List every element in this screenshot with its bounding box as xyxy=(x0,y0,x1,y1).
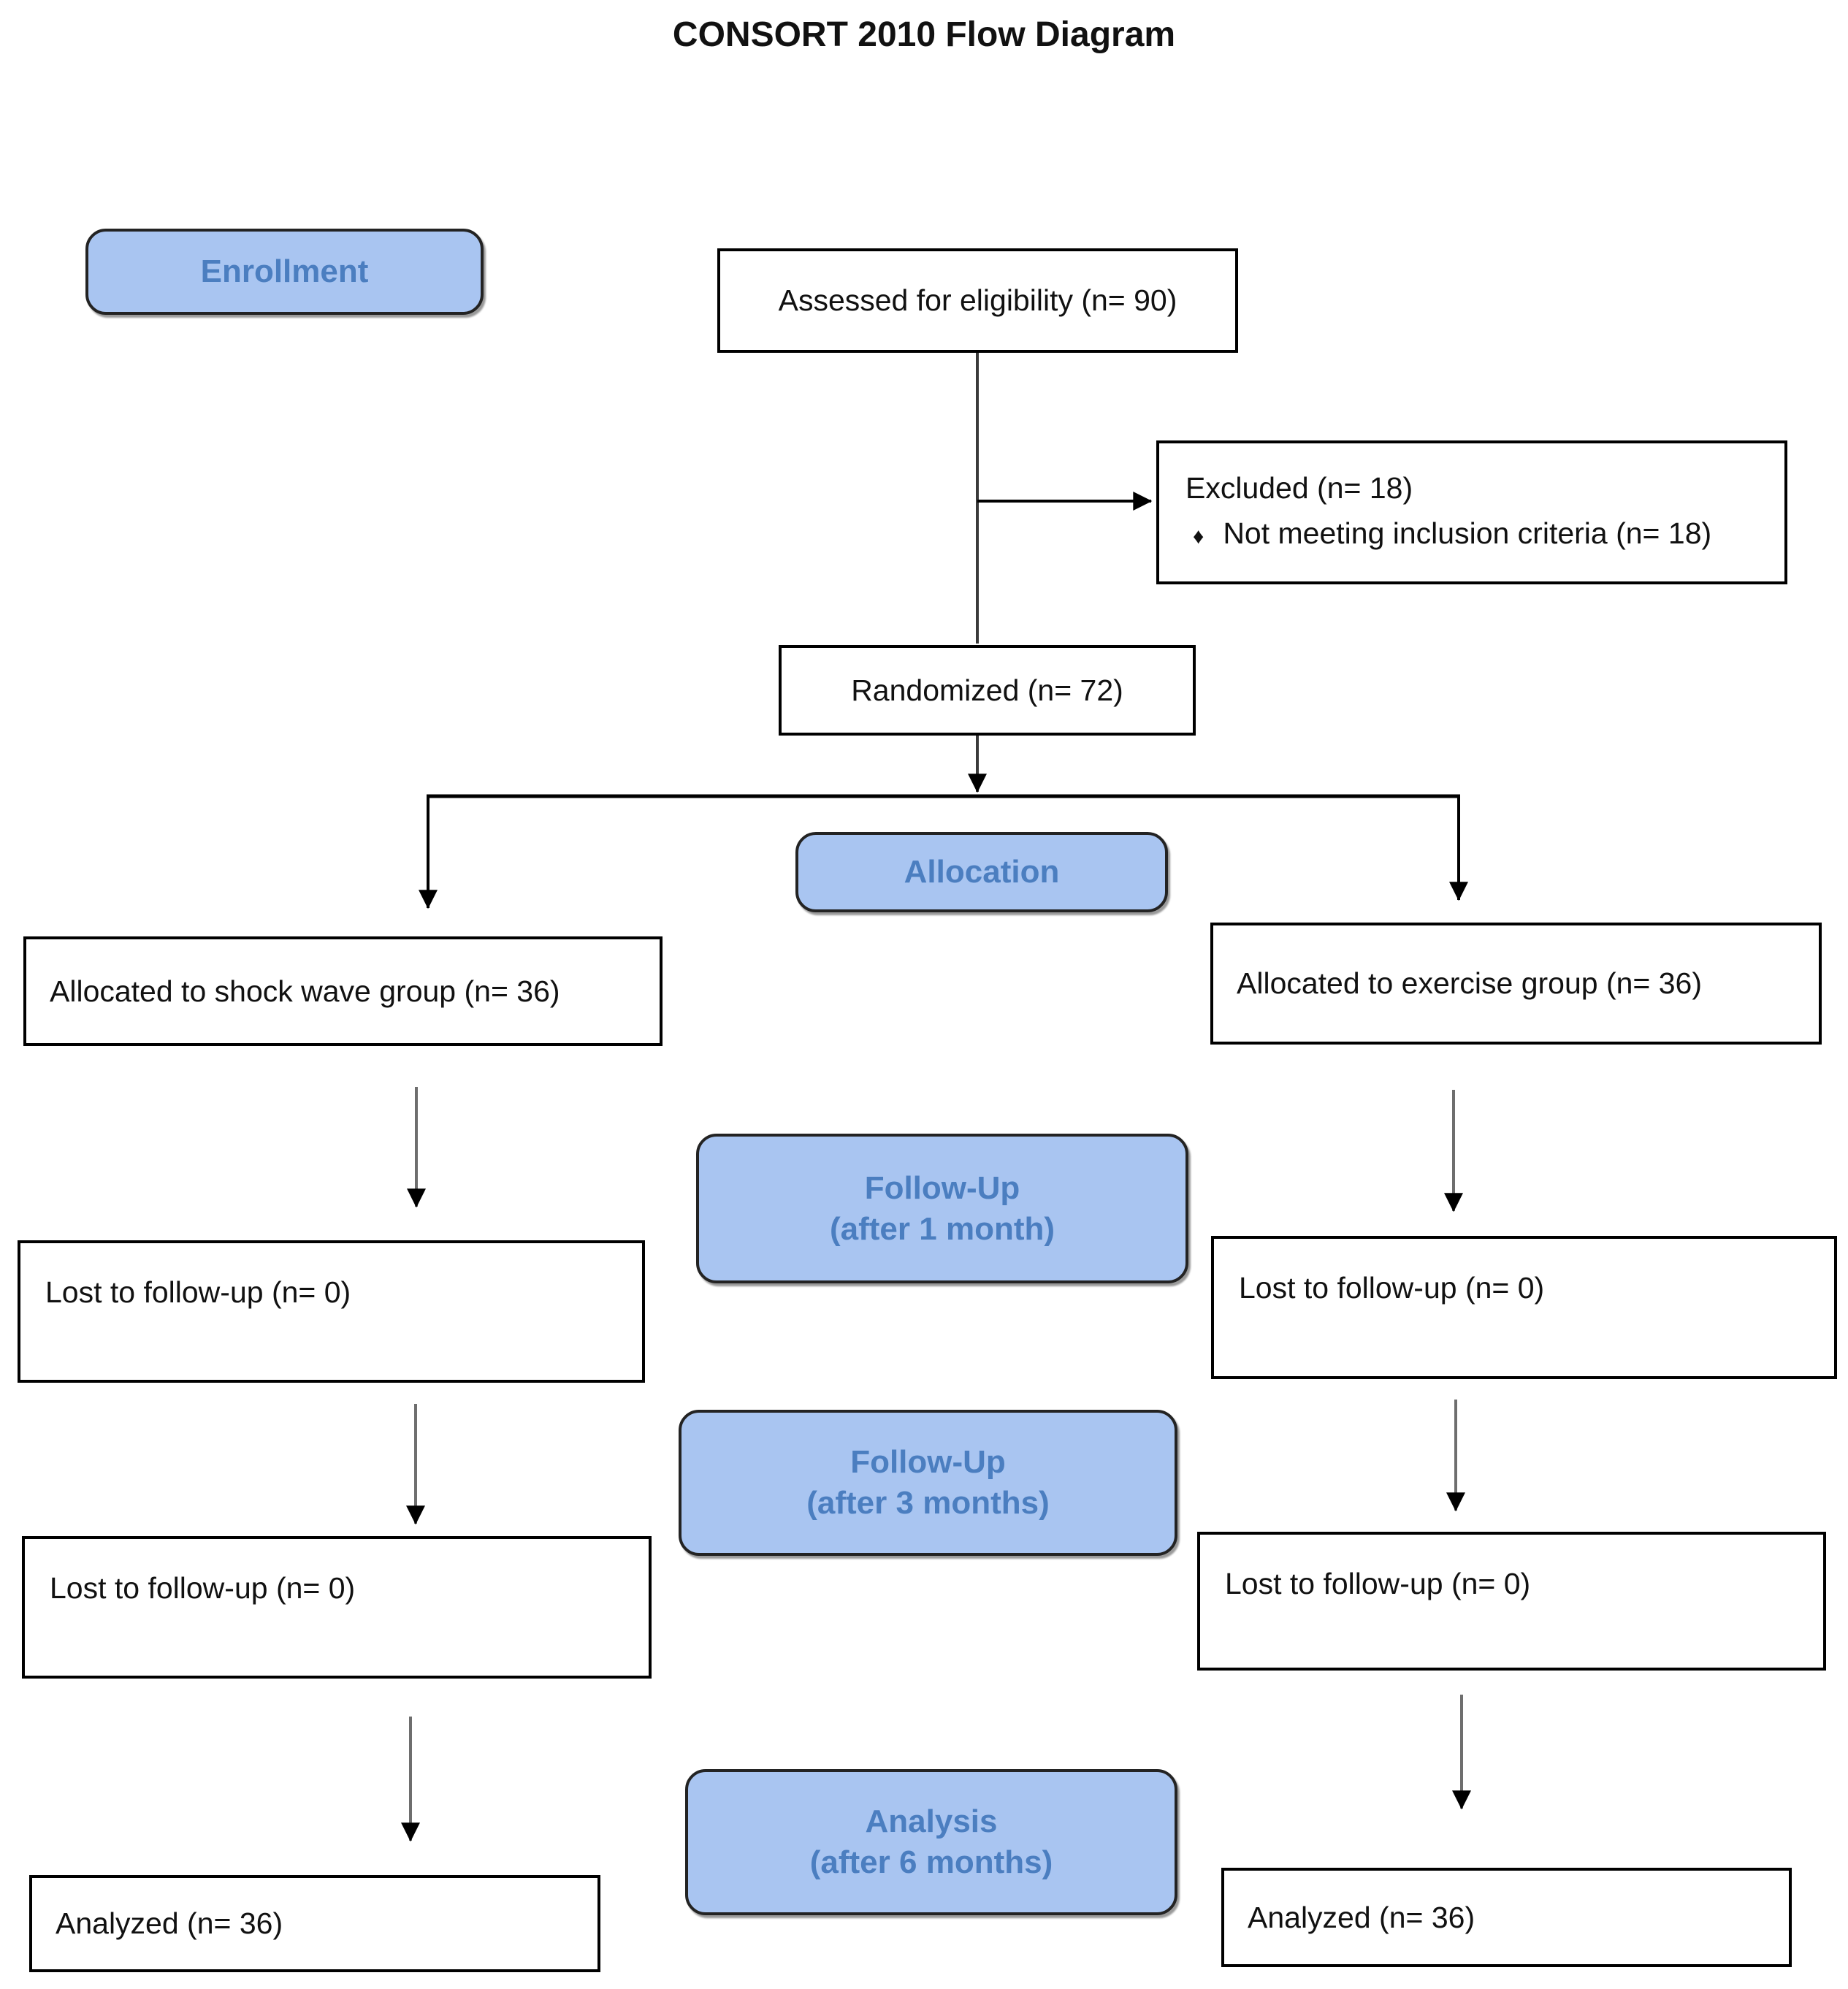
allocated-shock-wave-label: Allocated to shock wave group (n= 36) xyxy=(50,974,560,1008)
analyzed-label: Analyzed (n= 36) xyxy=(56,1906,283,1941)
node-lost-followup-exercise-1-month: Lost to follow-up (n= 0) xyxy=(1211,1236,1837,1379)
node-lost-followup-shockwave-3-months: Lost to follow-up (n= 0) xyxy=(22,1536,652,1679)
diagram-title: CONSORT 2010 Flow Diagram xyxy=(672,15,1176,54)
assessed-label: Assessed for eligibility (n= 90) xyxy=(778,283,1177,318)
node-lost-followup-exercise-3-months: Lost to follow-up (n= 0) xyxy=(1197,1532,1826,1671)
lost-followup-label: Lost to follow-up (n= 0) xyxy=(1239,1271,1545,1305)
node-analyzed-shockwave: Analyzed (n= 36) xyxy=(29,1875,600,1972)
stage-followup-3-line1: Follow-Up xyxy=(850,1444,1006,1481)
stage-analysis-line2: (after 6 months) xyxy=(809,1844,1053,1880)
node-randomized: Randomized (n= 72) xyxy=(779,645,1196,736)
stage-followup-1-month: Follow-Up (after 1 month) xyxy=(696,1134,1188,1283)
allocated-exercise-label: Allocated to exercise group (n= 36) xyxy=(1237,966,1703,1001)
excluded-line2: Not meeting inclusion criteria (n= 18) xyxy=(1223,516,1712,550)
excluded-reason-row: ♦ Not meeting inclusion criteria (n= 18) xyxy=(1185,511,1777,560)
lost-followup-label: Lost to follow-up (n= 0) xyxy=(50,1571,356,1605)
stage-followup-1-line2: (after 1 month) xyxy=(830,1210,1055,1247)
stage-followup-1-line1: Follow-Up xyxy=(864,1169,1020,1206)
diamond-bullet-icon: ♦ xyxy=(1193,524,1204,549)
lost-followup-label: Lost to follow-up (n= 0) xyxy=(1225,1567,1531,1600)
randomized-label: Randomized (n= 72) xyxy=(851,673,1123,707)
stage-allocation: Allocation xyxy=(795,832,1168,912)
stage-analysis-line1: Analysis xyxy=(865,1803,998,1840)
stage-analysis-6-months: Analysis (after 6 months) xyxy=(685,1769,1177,1915)
node-allocated-exercise-group: Allocated to exercise group (n= 36) xyxy=(1210,923,1822,1045)
node-excluded: Excluded (n= 18) ♦ Not meeting inclusion… xyxy=(1156,440,1787,584)
stage-followup-3-line2: (after 3 months) xyxy=(806,1485,1050,1521)
stage-enrollment: Enrollment xyxy=(85,229,484,315)
stage-allocation-label: Allocation xyxy=(904,854,1060,890)
excluded-line1: Excluded (n= 18) xyxy=(1185,471,1413,505)
node-allocated-shock-wave-group: Allocated to shock wave group (n= 36) xyxy=(23,936,663,1046)
stage-enrollment-label: Enrollment xyxy=(200,253,369,290)
node-assessed-for-eligibility: Assessed for eligibility (n= 90) xyxy=(717,248,1238,353)
node-lost-followup-shockwave-1-month: Lost to follow-up (n= 0) xyxy=(18,1240,645,1383)
lost-followup-label: Lost to follow-up (n= 0) xyxy=(45,1275,351,1309)
stage-followup-3-months: Follow-Up (after 3 months) xyxy=(679,1410,1177,1556)
analyzed-label: Analyzed (n= 36) xyxy=(1248,1900,1475,1934)
node-analyzed-exercise: Analyzed (n= 36) xyxy=(1221,1868,1792,1967)
